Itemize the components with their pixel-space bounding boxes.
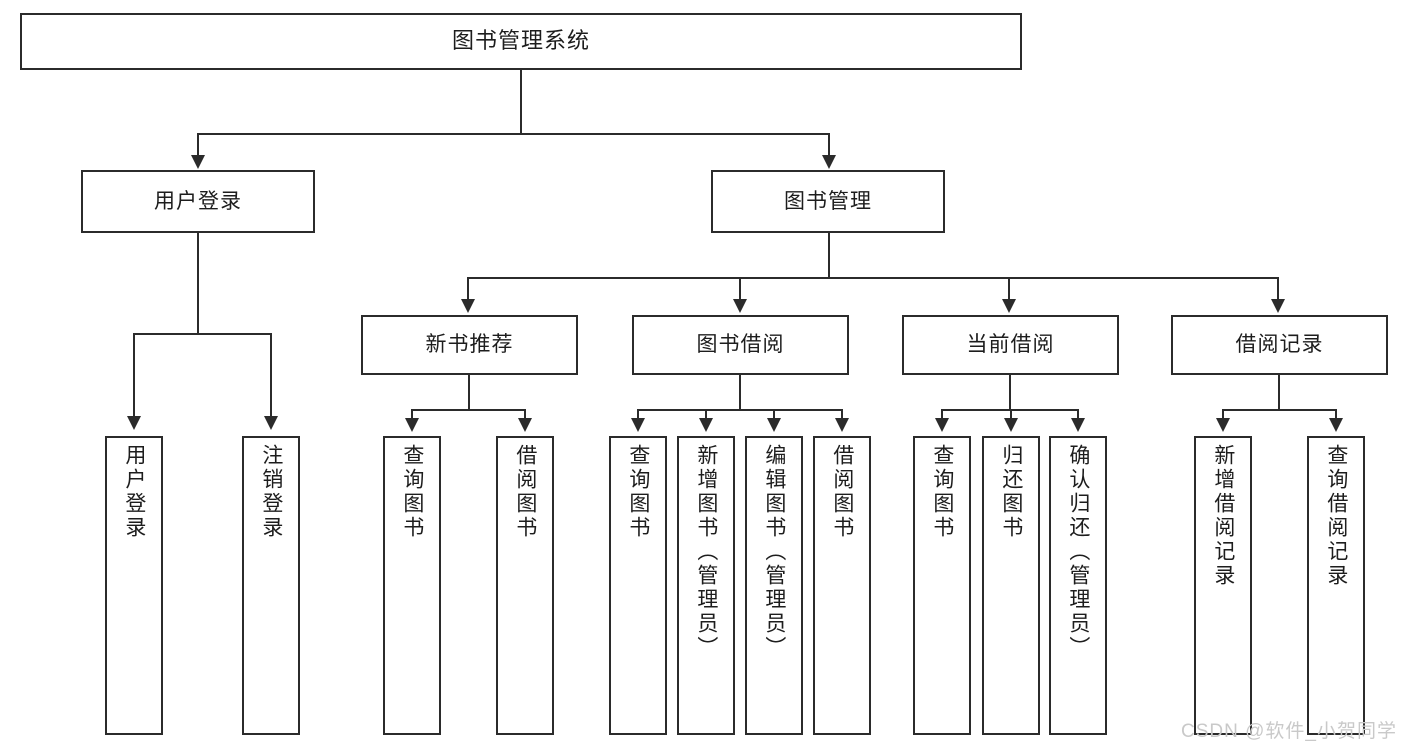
node-label: 图书借阅 bbox=[696, 333, 785, 357]
edge-user-login-bus bbox=[133, 333, 272, 335]
node-user-login[interactable]: 用户登录 bbox=[81, 170, 315, 233]
node-label: 新增借阅记录 bbox=[1211, 444, 1235, 588]
arrowhead-borrow-record-child-0 bbox=[1216, 418, 1230, 432]
edge-user-login-child-0 bbox=[133, 333, 135, 418]
edge-user-login-child-1 bbox=[270, 333, 272, 418]
node-book-management[interactable]: 图书管理 bbox=[711, 170, 945, 233]
leaf-user-login-1[interactable]: 注销登录 bbox=[242, 436, 300, 735]
leaf-current-borrow-2[interactable]: 确认归还（管理员） bbox=[1049, 436, 1107, 735]
node-book-borrow[interactable]: 图书借阅 bbox=[632, 315, 849, 375]
arrowhead-current-borrow bbox=[1002, 299, 1016, 313]
edge-to-book-borrow bbox=[739, 277, 741, 301]
node-label: 图书管理系统 bbox=[451, 28, 590, 54]
arrowhead-user-login-child-1 bbox=[264, 416, 278, 430]
arrowhead-current-borrow-child-0 bbox=[935, 418, 949, 432]
edge-current-borrow-child-2 bbox=[1077, 409, 1079, 420]
node-label: 查询图书 bbox=[400, 444, 424, 540]
node-label: 用户登录 bbox=[122, 444, 146, 540]
arrowhead-book-borrow-child-2 bbox=[767, 418, 781, 432]
node-label: 借阅图书 bbox=[830, 444, 854, 540]
edge-to-book-manage bbox=[828, 133, 830, 157]
node-label: 用户登录 bbox=[154, 189, 242, 213]
arrowhead-current-borrow-child-1 bbox=[1004, 418, 1018, 432]
edge-current-borrow-child-0 bbox=[941, 409, 943, 420]
edge-book-manage-stem bbox=[828, 233, 830, 278]
leaf-new-book-recommend-0[interactable]: 查询图书 bbox=[383, 436, 441, 735]
edge-new-book-bus bbox=[411, 409, 526, 411]
edge-level2-bus bbox=[467, 277, 1279, 279]
node-label: 查询图书 bbox=[930, 444, 954, 540]
edge-new-book-stem bbox=[468, 375, 470, 410]
arrowhead-borrow-record-child-1 bbox=[1329, 418, 1343, 432]
node-borrow-record[interactable]: 借阅记录 bbox=[1171, 315, 1388, 375]
edge-to-borrow-record bbox=[1277, 277, 1279, 301]
node-label: 归还图书 bbox=[999, 444, 1023, 540]
arrowhead-new-book-child-1 bbox=[518, 418, 532, 432]
edge-book-borrow-child-3 bbox=[841, 409, 843, 420]
arrowhead-book-manage bbox=[822, 155, 836, 169]
edge-borrow-record-child-1 bbox=[1335, 409, 1337, 420]
arrowhead-book-borrow-child-0 bbox=[631, 418, 645, 432]
edge-to-new-book bbox=[467, 277, 469, 301]
edge-book-borrow-bus bbox=[637, 409, 843, 411]
node-label: 图书管理 bbox=[784, 189, 872, 213]
edge-to-user-login bbox=[197, 133, 199, 157]
edge-root-stem bbox=[520, 70, 522, 134]
leaf-borrow-record-0[interactable]: 新增借阅记录 bbox=[1194, 436, 1252, 735]
leaf-borrow-record-1[interactable]: 查询借阅记录 bbox=[1307, 436, 1365, 735]
node-label: 注销登录 bbox=[259, 444, 283, 540]
leaf-new-book-recommend-1[interactable]: 借阅图书 bbox=[496, 436, 554, 735]
node-root-system[interactable]: 图书管理系统 bbox=[20, 13, 1022, 70]
edge-borrow-record-stem bbox=[1278, 375, 1280, 410]
arrowhead-user-login bbox=[191, 155, 205, 169]
arrowhead-book-borrow bbox=[733, 299, 747, 313]
leaf-book-borrow-3[interactable]: 借阅图书 bbox=[813, 436, 871, 735]
node-label: 新书推荐 bbox=[425, 333, 514, 357]
node-label: 当前借阅 bbox=[966, 333, 1055, 357]
arrowhead-borrow-record bbox=[1271, 299, 1285, 313]
node-label: 编辑图书（管理员） bbox=[762, 444, 786, 660]
edge-current-borrow-child-1 bbox=[1010, 409, 1012, 420]
edge-to-current-borrow bbox=[1008, 277, 1010, 301]
edge-new-book-child-0 bbox=[411, 409, 413, 420]
node-label: 新增图书（管理员） bbox=[694, 444, 718, 660]
edge-borrow-record-child-0 bbox=[1222, 409, 1224, 420]
node-current-borrow[interactable]: 当前借阅 bbox=[902, 315, 1119, 375]
edge-book-borrow-child-0 bbox=[637, 409, 639, 420]
arrowhead-current-borrow-child-2 bbox=[1071, 418, 1085, 432]
arrowhead-book-borrow-child-3 bbox=[835, 418, 849, 432]
edge-book-borrow-child-2 bbox=[773, 409, 775, 420]
leaf-current-borrow-0[interactable]: 查询图书 bbox=[913, 436, 971, 735]
leaf-user-login-0[interactable]: 用户登录 bbox=[105, 436, 163, 735]
leaf-book-borrow-1[interactable]: 新增图书（管理员） bbox=[677, 436, 735, 735]
arrowhead-new-book bbox=[461, 299, 475, 313]
arrowhead-new-book-child-0 bbox=[405, 418, 419, 432]
node-label: 借阅记录 bbox=[1235, 333, 1324, 357]
leaf-current-borrow-1[interactable]: 归还图书 bbox=[982, 436, 1040, 735]
node-label: 借阅图书 bbox=[513, 444, 537, 540]
node-label: 确认归还（管理员） bbox=[1066, 444, 1090, 660]
edge-level1-bus bbox=[197, 133, 830, 135]
edge-book-borrow-stem bbox=[739, 375, 741, 410]
node-label: 查询图书 bbox=[626, 444, 650, 540]
edge-user-login-stem bbox=[197, 233, 199, 334]
edge-borrow-record-bus bbox=[1222, 409, 1337, 411]
node-new-book-recommend[interactable]: 新书推荐 bbox=[361, 315, 578, 375]
leaf-book-borrow-0[interactable]: 查询图书 bbox=[609, 436, 667, 735]
arrowhead-book-borrow-child-1 bbox=[699, 418, 713, 432]
edge-new-book-child-1 bbox=[524, 409, 526, 420]
arrowhead-user-login-child-0 bbox=[127, 416, 141, 430]
edge-book-borrow-child-1 bbox=[705, 409, 707, 420]
edge-current-borrow-stem bbox=[1009, 375, 1011, 410]
node-label: 查询借阅记录 bbox=[1324, 444, 1348, 588]
leaf-book-borrow-2[interactable]: 编辑图书（管理员） bbox=[745, 436, 803, 735]
